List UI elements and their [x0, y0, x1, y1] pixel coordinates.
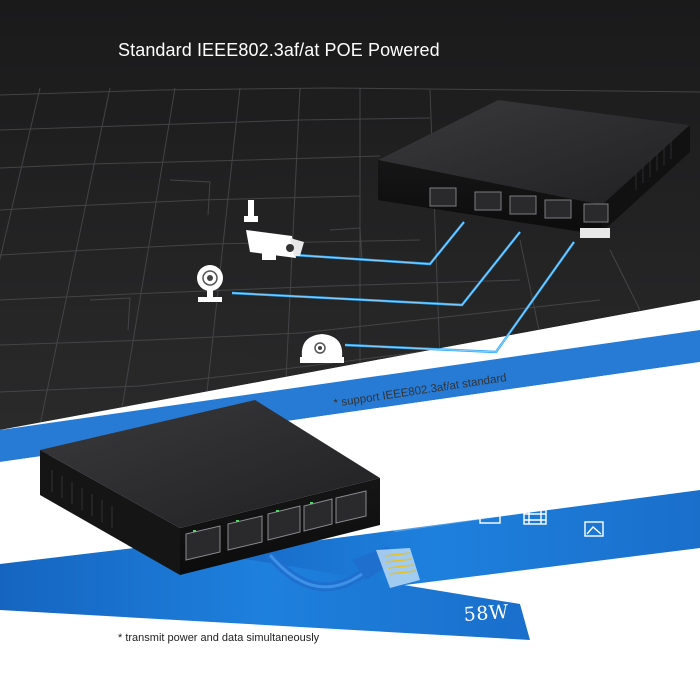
bullet-camera-icon: [244, 200, 304, 260]
page-title: Standard IEEE802.3af/at POE Powered: [118, 40, 440, 60]
ethernet-cable: [266, 546, 420, 592]
upper-poe-switch: [378, 100, 690, 238]
envelope-icon: [479, 508, 501, 524]
lower-poe-switch: [40, 400, 380, 575]
transmit-note: * transmit power and data simultaneously: [118, 632, 320, 644]
dome-camera-icon: [300, 334, 344, 363]
lower-switch-ports: [185, 490, 367, 561]
film-icon: [523, 509, 547, 525]
power-budget-label: 58W: [463, 600, 510, 626]
webcam-icon: [197, 265, 223, 302]
upper-switch-ports: [429, 187, 609, 223]
picture-icon: [584, 521, 604, 537]
blue-band-bottom: [0, 545, 530, 640]
